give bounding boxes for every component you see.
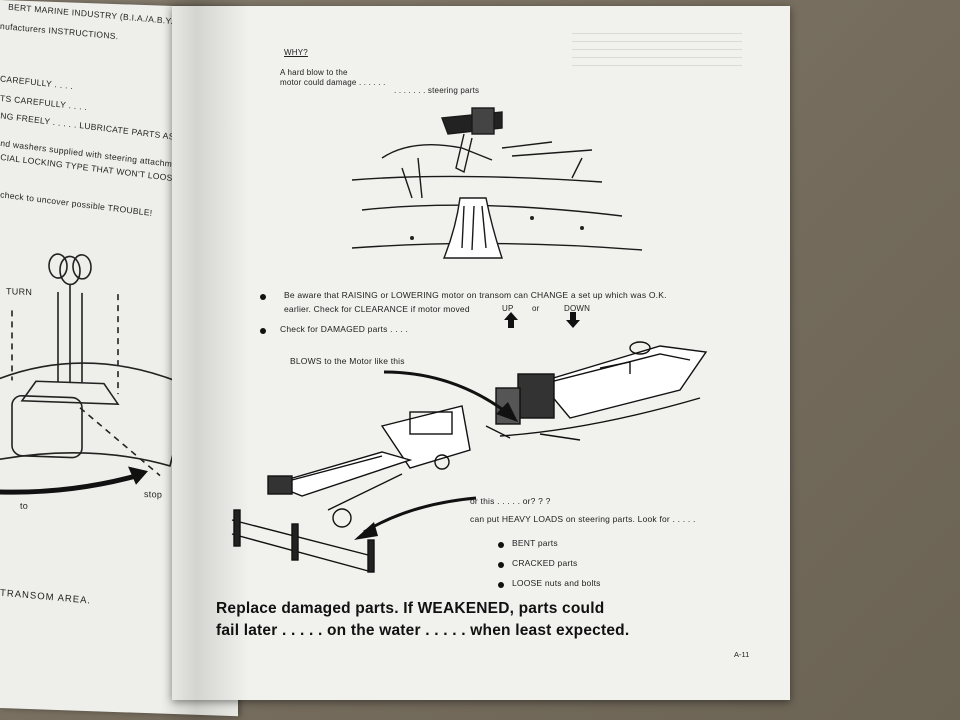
blows-label: BLOWS to the Motor like this [290,356,405,366]
speedboat-illustration [485,341,708,441]
bullet-2-text: Check for DAMAGED parts . . . . [280,324,409,334]
stump-illustration [351,107,643,259]
left-line-5: NG FREELY . . . . . LUBRICATE PARTS AS [0,110,176,142]
left-line-3: CAREFULLY . . . . [0,73,74,92]
up-label: UP [502,304,514,313]
left-line-8: check to uncover possible TROUBLE! [0,189,153,218]
check-cracked: CRACKED parts [512,558,578,568]
stop-label: stop [144,489,163,500]
headline-line-2: fail later . . . . . on the water . . . … [216,622,630,639]
bullet-1-line-1: Be aware that RAISING or LOWERING motor … [284,290,667,300]
left-line-9: TRANSOM AREA. [0,587,92,607]
blow-line-2: motor could damage . . . . . . [280,78,386,87]
check-bullet-2 [498,562,504,568]
trailer-illustration [231,405,471,573]
to-label: to [20,500,29,511]
or-this-label: or this . . . . . or? ? ? [470,496,551,506]
why-heading: WHY? [284,48,308,57]
down-arrow-icon [566,312,580,328]
left-line-4: TS CAREFULLY . . . . [0,92,88,113]
left-line-2: nufacturers INSTRUCTIONS. [0,20,119,42]
up-arrow-icon [504,312,518,328]
turn-label: TURN [6,286,33,298]
check-bent: BENT parts [512,538,558,548]
right-page: WHY? A hard blow to the motor could dama… [172,6,790,700]
bullet-1-line-2: earlier. Check for CLEARANCE if motor mo… [284,304,470,314]
check-loose: LOOSE nuts and bolts [512,578,601,588]
heavy-loads-text: can put HEAVY LOADS on steering parts. L… [470,514,696,524]
check-bullet-3 [498,582,504,588]
curved-pointer-arrow-2 [354,496,477,540]
headline-line-1: Replace damaged parts. If WEAKENED, part… [216,600,605,617]
steering-parts-label: . . . . . . . steering parts [394,86,480,95]
check-bullet-1 [498,542,504,548]
or-label: or [532,304,540,313]
bleed-through-text [572,28,742,66]
bullet-2 [260,328,266,334]
curved-pointer-arrow [383,370,518,422]
bullet-1 [260,294,266,300]
down-label: DOWN [564,304,591,313]
page-number: A-11 [734,650,750,659]
blow-line-1: A hard blow to the [280,68,348,77]
